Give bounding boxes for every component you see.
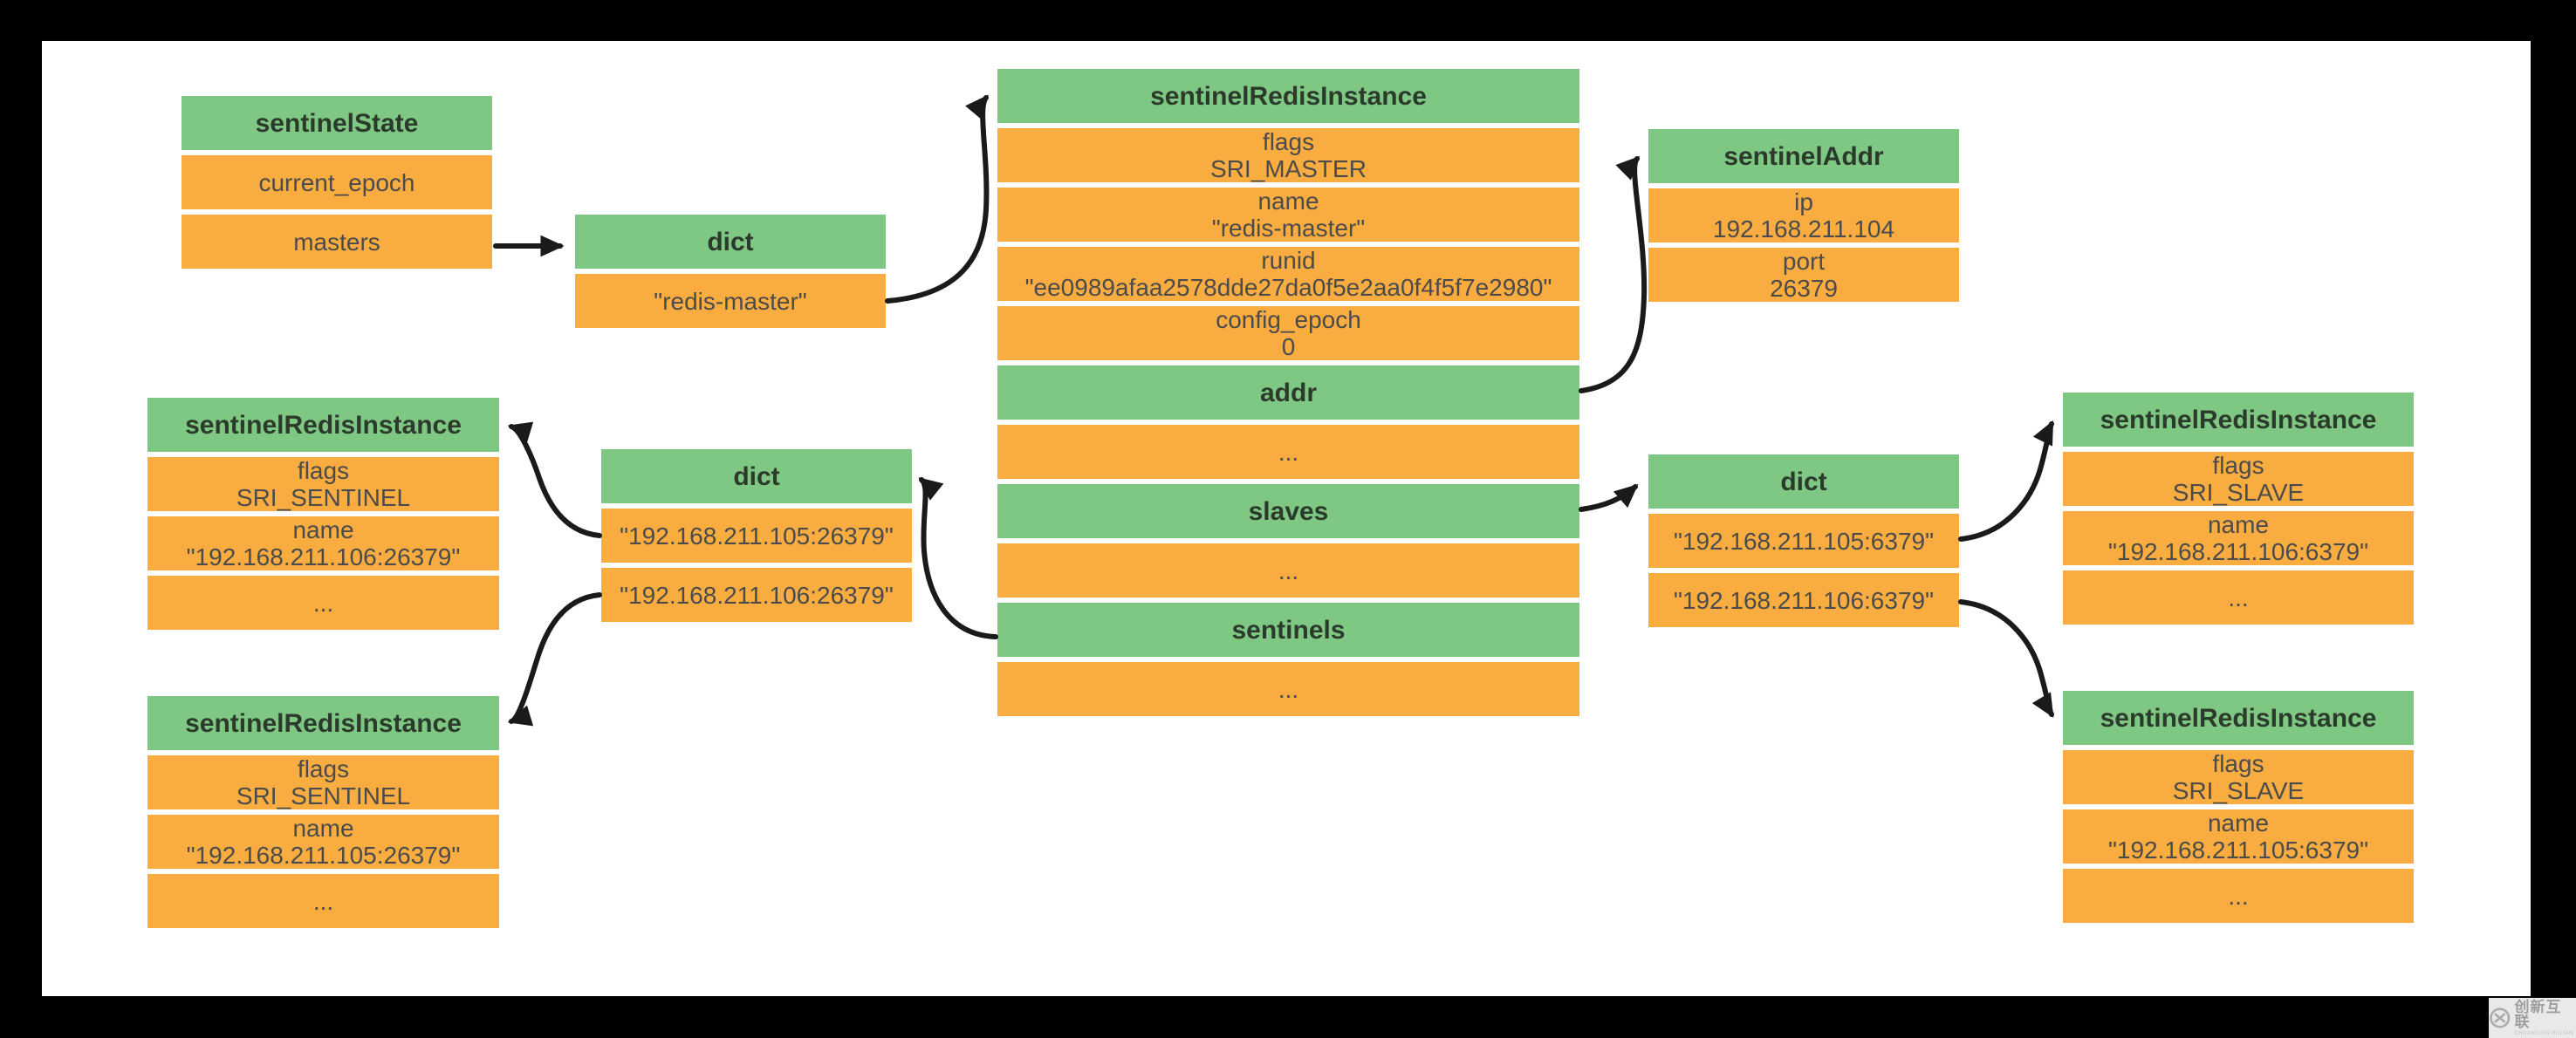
node-title: dict xyxy=(1648,454,1959,509)
field-name: name"192.168.211.105:26379" xyxy=(147,815,499,869)
node-title: sentinelRedisInstance xyxy=(2063,691,2414,745)
section-sentinels: sentinels xyxy=(997,603,1579,657)
field-ellipsis: ... xyxy=(2063,869,2414,923)
field-masters: masters xyxy=(182,215,492,269)
node-dict-sentinels: dict "192.168.211.105:26379" "192.168.21… xyxy=(601,449,912,622)
node-title: sentinelRedisInstance xyxy=(997,69,1579,123)
node-title: dict xyxy=(601,449,912,503)
node-dict-masters: dict "redis-master" xyxy=(575,215,886,328)
node-sentinel-state: sentinelState current_epoch masters xyxy=(182,96,492,269)
field-ellipsis: ... xyxy=(147,576,499,630)
field-ellipsis: ... xyxy=(997,543,1579,598)
node-title: dict xyxy=(575,215,886,269)
node-title: sentinelRedisInstance xyxy=(147,696,499,750)
field-name: name"192.168.211.106:26379" xyxy=(147,516,499,570)
dict-entry: "192.168.211.106:26379" xyxy=(601,568,912,622)
dict-entry: "192.168.211.105:26379" xyxy=(601,509,912,563)
node-title: sentinelRedisInstance xyxy=(2063,393,2414,447)
field-name: name"192.168.211.106:6379" xyxy=(2063,511,2414,565)
node-title: sentinelState xyxy=(182,96,492,150)
dict-entry: "192.168.211.106:6379" xyxy=(1648,573,1959,627)
field-name: name"redis-master" xyxy=(997,188,1579,242)
field-ellipsis: ... xyxy=(997,662,1579,716)
watermark-text: 创新互联 xyxy=(2514,999,2562,1030)
dict-entry: "192.168.211.105:6379" xyxy=(1648,514,1959,568)
watermark: 创新互联 CHUANGXIN HULIAN xyxy=(2489,998,2576,1038)
field-name: name"192.168.211.105:6379" xyxy=(2063,809,2414,864)
field-ellipsis: ... xyxy=(2063,570,2414,625)
section-addr: addr xyxy=(997,365,1579,420)
watermark-subtext: CHUANGXIN HULIAN xyxy=(2514,1031,2574,1036)
node-dict-slaves: dict "192.168.211.105:6379" "192.168.211… xyxy=(1648,454,1959,627)
field-ellipsis: ... xyxy=(997,425,1579,479)
field-ellipsis: ... xyxy=(147,874,499,928)
field-runid: runid"ee0989afaa2578dde27da0f5e2aa0f4f5f… xyxy=(997,247,1579,301)
field-current-epoch: current_epoch xyxy=(182,155,492,209)
node-title: sentinelAddr xyxy=(1648,129,1959,183)
node-title: sentinelRedisInstance xyxy=(147,398,499,452)
section-slaves: slaves xyxy=(997,484,1579,538)
dict-entry: "redis-master" xyxy=(575,274,886,328)
watermark-logo-icon xyxy=(2490,1007,2511,1028)
